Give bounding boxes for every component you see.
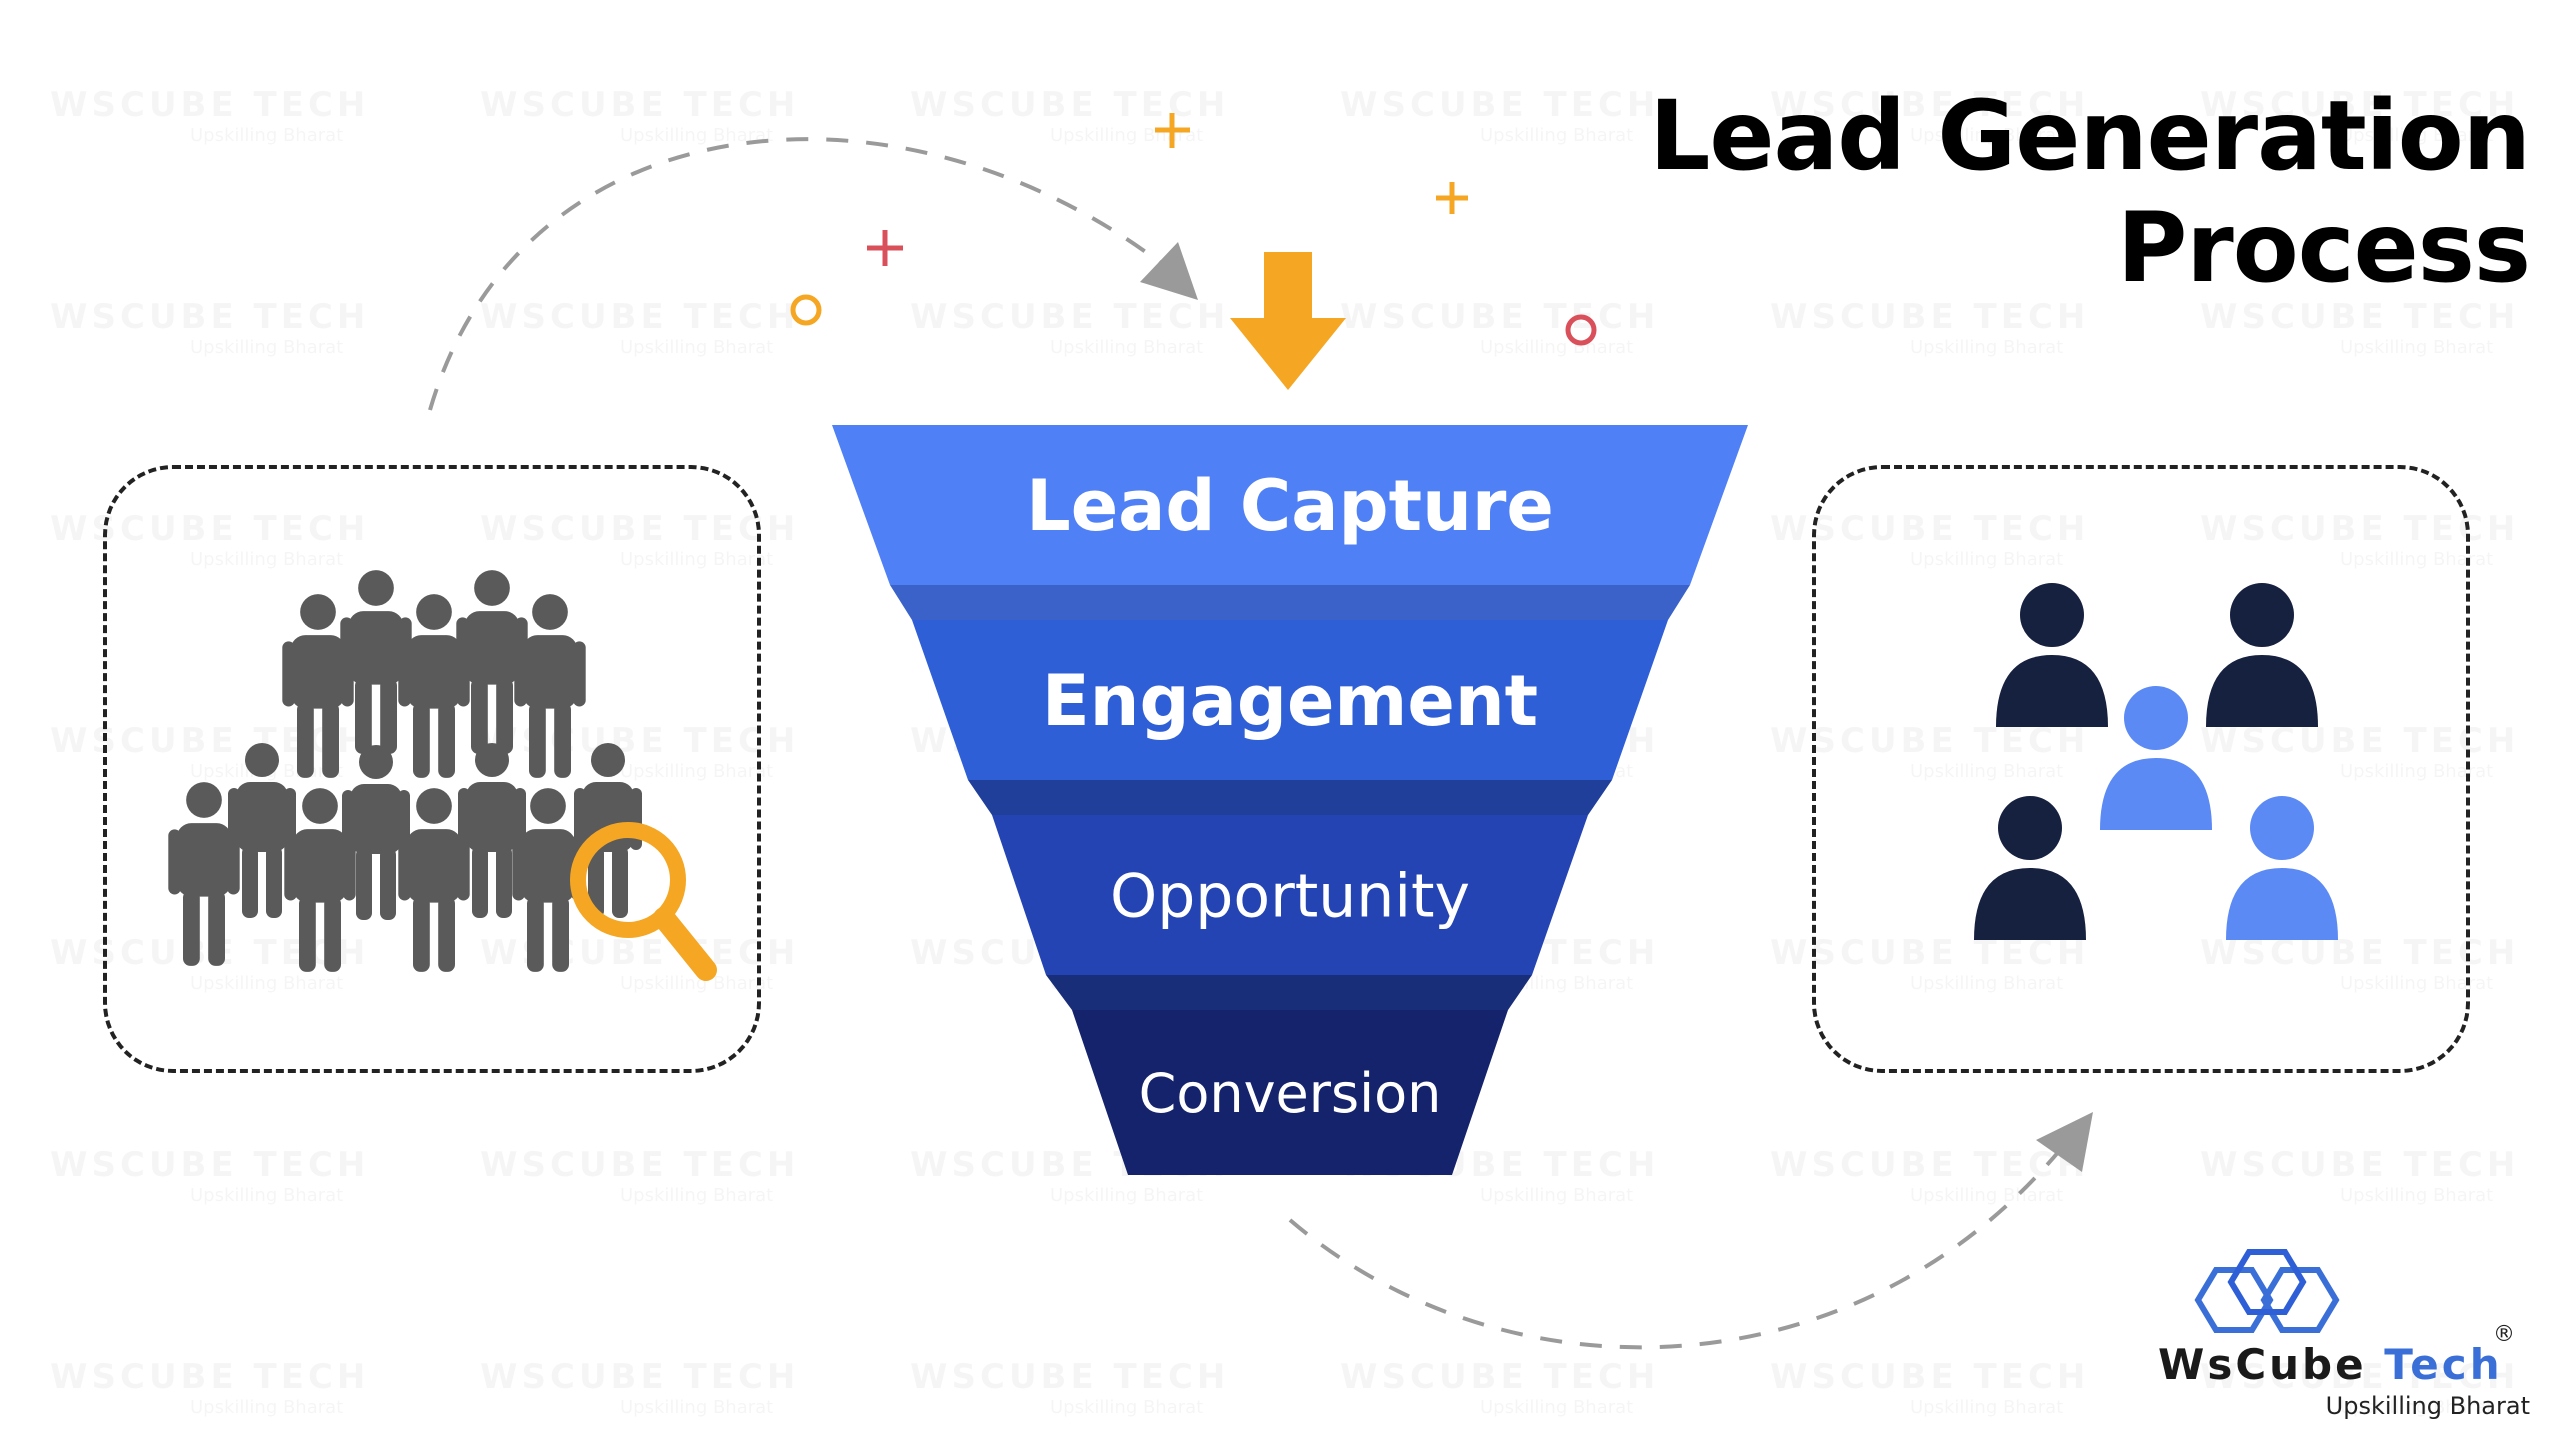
- person-icon: [284, 788, 356, 972]
- logo-hexagon-icon: [2194, 1249, 2340, 1333]
- user-icon: [1996, 583, 2108, 727]
- funnel-stage: [912, 620, 1668, 780]
- funnel: Lead CaptureEngagementOpportunityConvers…: [832, 425, 1748, 1175]
- person-icon: [168, 782, 240, 966]
- funnel-stage: [992, 815, 1588, 975]
- funnel-stage-label: Conversion: [1139, 1062, 1442, 1125]
- person-icon: [514, 594, 586, 778]
- registered-mark: ®: [2493, 1322, 2515, 1347]
- person-icon: [398, 788, 470, 972]
- funnel-connector: [968, 780, 1612, 815]
- person-icon: [458, 743, 526, 918]
- magnifier-icon: [570, 822, 717, 981]
- user-icon: [2206, 583, 2318, 727]
- circle-icon: [1565, 314, 1597, 346]
- top-curve-arrow: [428, 137, 1172, 411]
- funnel-connector: [890, 585, 1690, 620]
- customers-frame: [1812, 465, 2470, 1073]
- prospects-frame: [103, 465, 761, 1073]
- page-title: Lead Generation Process: [1649, 80, 2531, 304]
- user-icon: [1974, 796, 2086, 940]
- logo-tagline: Upskilling Bharat: [2325, 1392, 2530, 1420]
- funnel-stage-label: Engagement: [1042, 660, 1538, 742]
- bottom-curve-arrow: [1288, 1148, 2062, 1350]
- circle-icon: [790, 294, 822, 326]
- brand-logo: WsCube Tech: [2158, 1340, 2518, 1389]
- plus-icon: [1436, 182, 1468, 214]
- user-icon: [2226, 796, 2338, 940]
- logo-name-part2: Tech: [2384, 1340, 2503, 1389]
- funnel-stage-label: Lead Capture: [1026, 465, 1554, 547]
- plus-icon: [1155, 113, 1190, 148]
- person-icon: [228, 743, 296, 918]
- funnel-connector: [1046, 975, 1532, 1010]
- funnel-stage-label: Opportunity: [1110, 862, 1470, 932]
- bottom-curve-arrowhead: [2036, 1112, 2093, 1172]
- top-curve-arrowhead: [1140, 242, 1198, 300]
- plus-icon: [867, 230, 903, 266]
- person-icon: [512, 788, 584, 972]
- funnel-stage: [832, 425, 1748, 585]
- logo-name-part1: WsCube: [2158, 1340, 2385, 1389]
- funnel-stage: [1072, 1010, 1508, 1175]
- users-group-icon: [1974, 583, 2338, 940]
- user-icon: [2100, 686, 2212, 830]
- person-icon: [340, 570, 412, 754]
- down-arrow-icon: [1230, 252, 1346, 390]
